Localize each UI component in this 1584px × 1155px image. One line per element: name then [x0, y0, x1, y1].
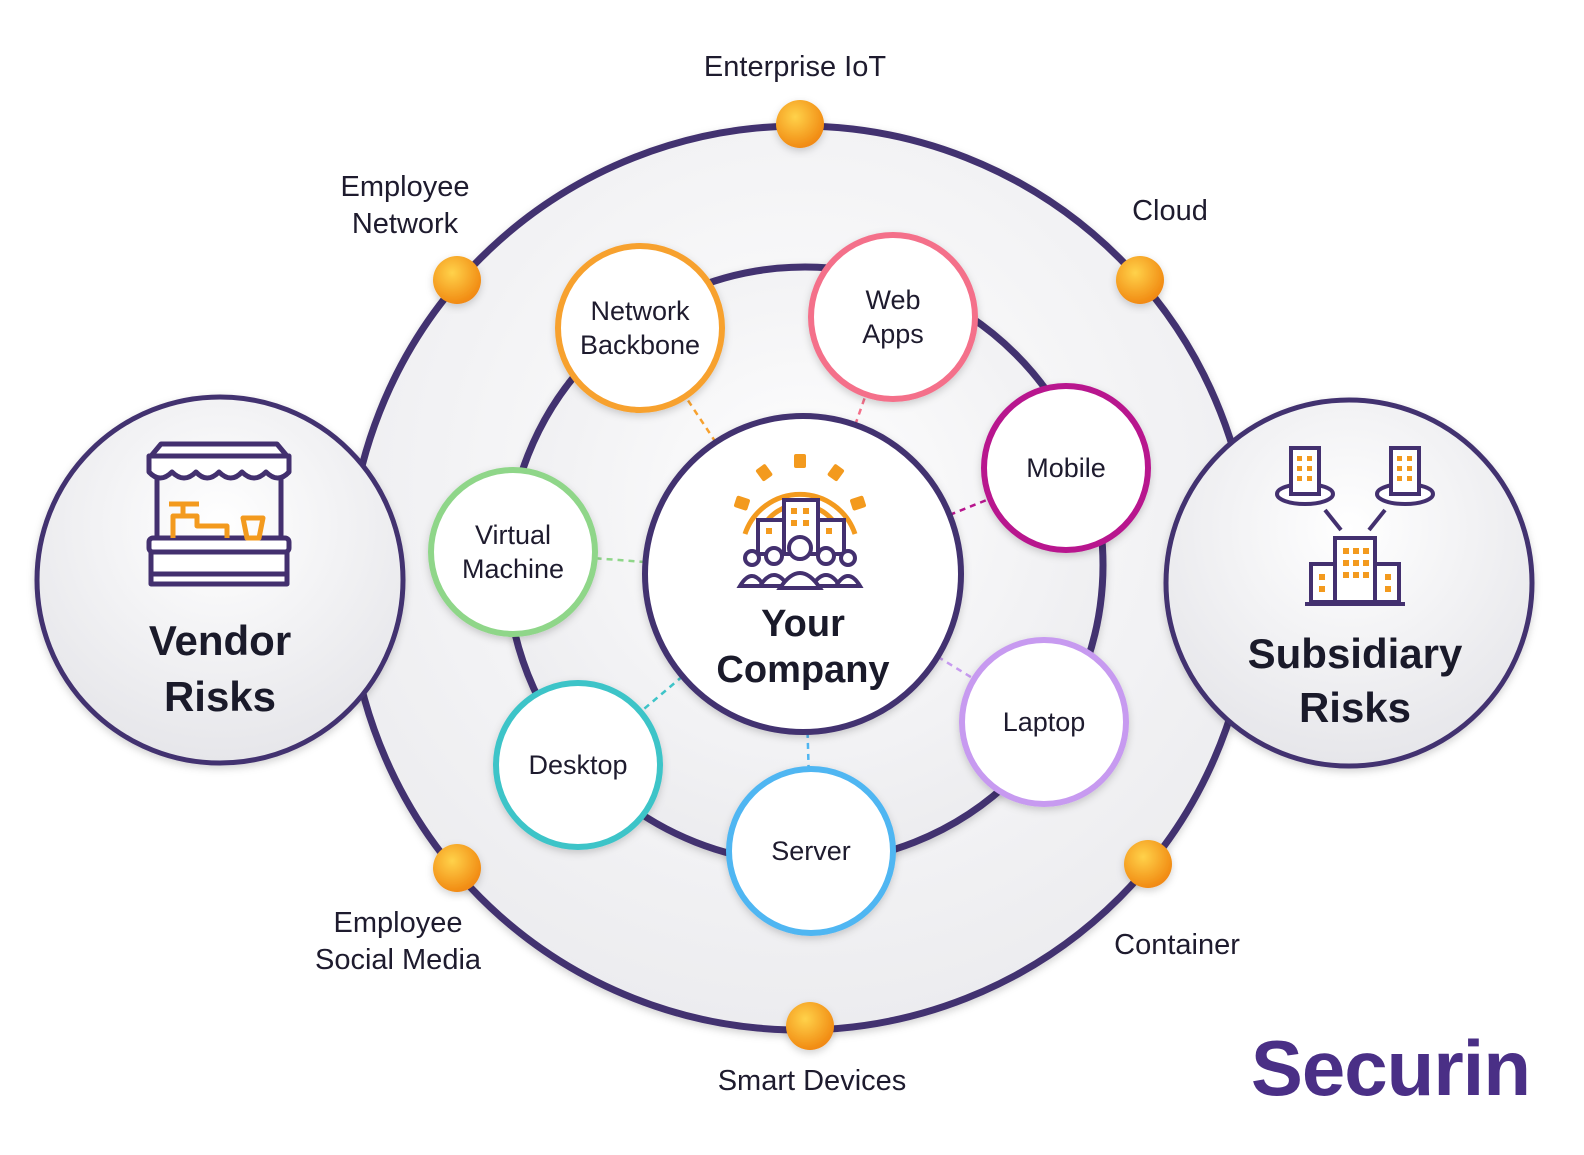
ring-label-smart-devices: Smart Devices — [718, 1065, 907, 1097]
label-line: Employee — [341, 171, 470, 203]
label-line: Subsidiary — [1248, 630, 1463, 677]
asset-label: Mobile — [1026, 453, 1106, 483]
ring-label-container: Container — [1114, 929, 1240, 961]
asset-circle — [726, 766, 896, 936]
brand-logo: Securin — [1251, 1024, 1531, 1112]
asset-mobile: Mobile — [981, 383, 1151, 553]
label-line: Web — [865, 285, 920, 315]
label-line: Cloud — [1132, 195, 1208, 227]
vendor-stall-icon — [146, 441, 292, 587]
asset-circle — [428, 467, 598, 637]
label-line: Enterprise IoT — [704, 51, 886, 83]
outer-ring-dots — [433, 100, 1172, 1050]
asset-circle — [555, 243, 725, 413]
connector-virtual-machine — [594, 556, 646, 564]
asset-laptop: Laptop — [959, 637, 1129, 807]
label-line: Virtual — [475, 520, 551, 550]
label-line: Vendor — [149, 617, 291, 664]
label-line: Social Media — [315, 944, 482, 976]
asset-label: Desktop — [528, 750, 627, 780]
label-line: Apps — [862, 319, 924, 349]
connector-web-apps — [854, 393, 868, 426]
ring-dot-container — [1124, 840, 1172, 888]
ring-dot-smart-devices — [786, 1002, 834, 1050]
asset-circle — [493, 680, 663, 850]
label-line: Machine — [462, 554, 564, 584]
ring-dot-employee-network — [433, 256, 481, 304]
ring-label-cloud: Cloud — [1132, 195, 1208, 227]
connector-desktop — [639, 675, 684, 713]
label-line: Company — [716, 649, 889, 691]
ring-dot-employee-social-media — [433, 844, 481, 892]
asset-desktop: Desktop — [493, 680, 663, 850]
connector-network-backbone — [684, 395, 717, 443]
label-line: Container — [1114, 929, 1240, 961]
subsidiary-buildings-icon — [1275, 446, 1435, 606]
asset-server: Server — [726, 766, 896, 936]
label-line: Network — [352, 208, 459, 240]
ring-dot-enterprise-iot — [776, 100, 824, 148]
label-line: Your — [761, 603, 845, 645]
asset-label: Laptop — [1003, 707, 1086, 737]
connector-lines — [594, 393, 991, 770]
ring-dot-cloud — [1116, 256, 1164, 304]
connector-mobile — [949, 497, 991, 517]
label-line: Desktop — [528, 750, 627, 780]
label-line: Risks — [1299, 684, 1411, 731]
label-line: Server — [771, 836, 851, 866]
label-line: Smart Devices — [718, 1065, 907, 1097]
label-line: Network — [590, 296, 690, 326]
label-line: Risks — [164, 673, 276, 720]
brand-wordmark: Securin — [1251, 1024, 1530, 1112]
asset-circle — [808, 232, 978, 402]
asset-circle — [981, 383, 1151, 553]
label-line: Laptop — [1003, 707, 1086, 737]
asset-circle — [959, 637, 1129, 807]
asset-label: Server — [771, 836, 851, 866]
label-line: Mobile — [1026, 453, 1106, 483]
ring-label-enterprise-iot: Enterprise IoT — [704, 51, 886, 83]
company-team-gear-icon — [733, 454, 867, 590]
connector-laptop — [936, 655, 975, 681]
label-line: Backbone — [580, 330, 700, 360]
label-line: Employee — [334, 907, 463, 939]
